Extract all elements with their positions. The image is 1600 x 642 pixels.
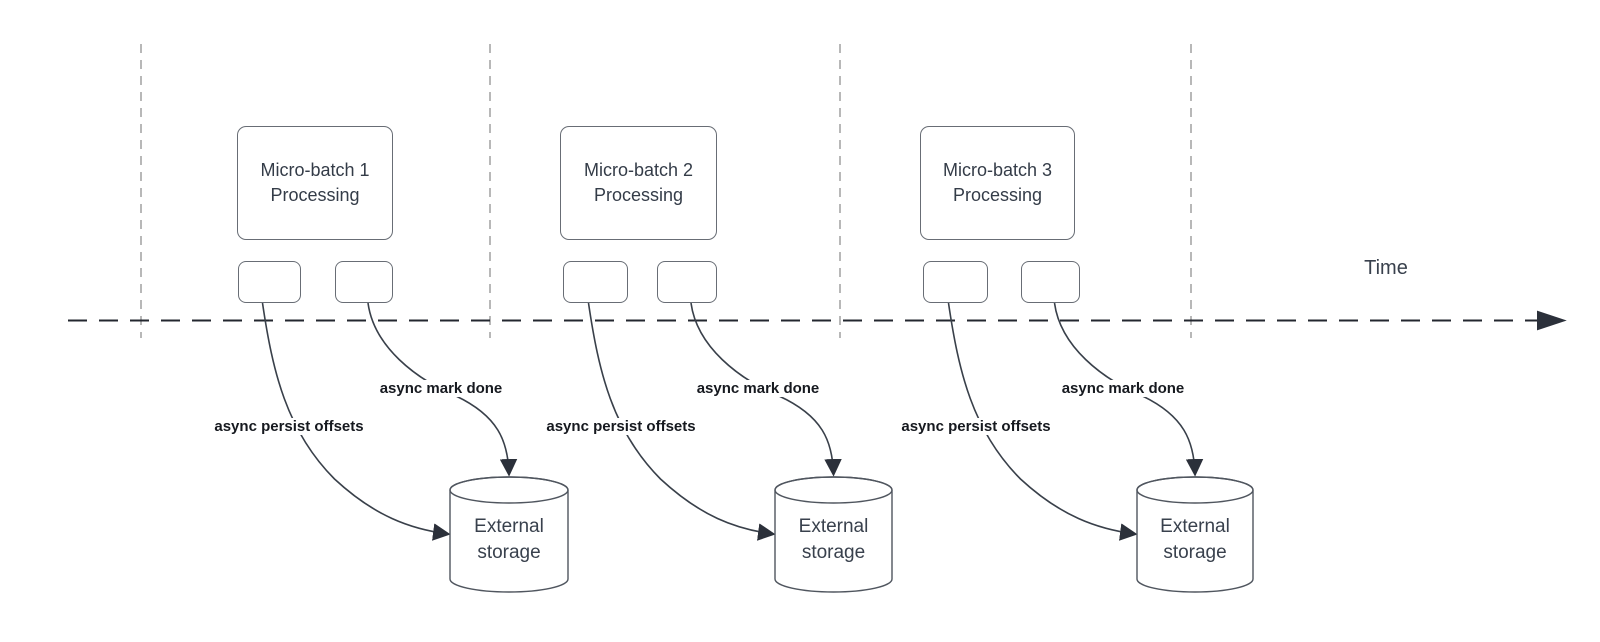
mark-done-task-box (657, 261, 717, 303)
time-axis-label: Time (1364, 257, 1408, 279)
edge-label-text: async mark done (694, 380, 822, 397)
external-storage-label: External storage (1137, 493, 1253, 586)
external-storage-label: External storage (775, 493, 892, 586)
mark-done-task-box (1021, 261, 1080, 303)
persist-offsets-arrow (587, 302, 776, 541)
external-storage-label-line1: External (798, 515, 869, 537)
persist-offsets-task-box (563, 261, 628, 303)
micro-batch-box-subtitle: Processing (593, 185, 684, 205)
cylinder-top-rim (449, 476, 569, 504)
edge-label-persist-offsets: async persist offsets (511, 418, 731, 435)
edge-label-text: async persist offsets (544, 418, 698, 435)
edge-label-text: async mark done (1059, 380, 1187, 397)
edge-label-text: async mark done (377, 380, 505, 397)
edge-label-text: async persist offsets (212, 418, 366, 435)
external-storage-label-line2: storage (477, 541, 541, 563)
micro-batch-box: Micro-batch 2 Processing (560, 126, 717, 240)
edge-label-mark-done: async mark done (1013, 380, 1233, 397)
cylinder-top-rim (774, 476, 893, 504)
external-storage-label: External storage (450, 493, 568, 586)
persist-offsets-task-box (923, 261, 988, 303)
edge-label-text: async persist offsets (899, 418, 1053, 435)
external-storage-label-line1: External (474, 515, 544, 537)
micro-batch-box-title: Micro-batch 2 (583, 160, 694, 180)
persist-offsets-arrow (947, 302, 1138, 541)
external-storage-label-line1: External (1160, 515, 1230, 537)
persist-offsets-task-box (238, 261, 301, 303)
persist-offsets-arrow (261, 302, 451, 541)
mark-done-task-box (335, 261, 393, 303)
micro-batch-box-subtitle: Processing (270, 185, 360, 205)
external-storage-label-line2: storage (1163, 541, 1227, 563)
edge-label-persist-offsets: async persist offsets (179, 418, 399, 435)
micro-batch-box-title: Micro-batch 3 (942, 160, 1053, 180)
micro-batch-box-subtitle: Processing (952, 185, 1043, 205)
edge-label-mark-done: async mark done (648, 380, 868, 397)
micro-batch-box: Micro-batch 3 Processing (920, 126, 1075, 240)
micro-batch-box: Micro-batch 1 Processing (237, 126, 393, 240)
edge-label-mark-done: async mark done (331, 380, 551, 397)
external-storage-label-line2: storage (801, 541, 866, 563)
edge-label-persist-offsets: async persist offsets (866, 418, 1086, 435)
cylinder-top-rim (1136, 476, 1254, 504)
micro-batch-box-title: Micro-batch 1 (260, 160, 370, 180)
